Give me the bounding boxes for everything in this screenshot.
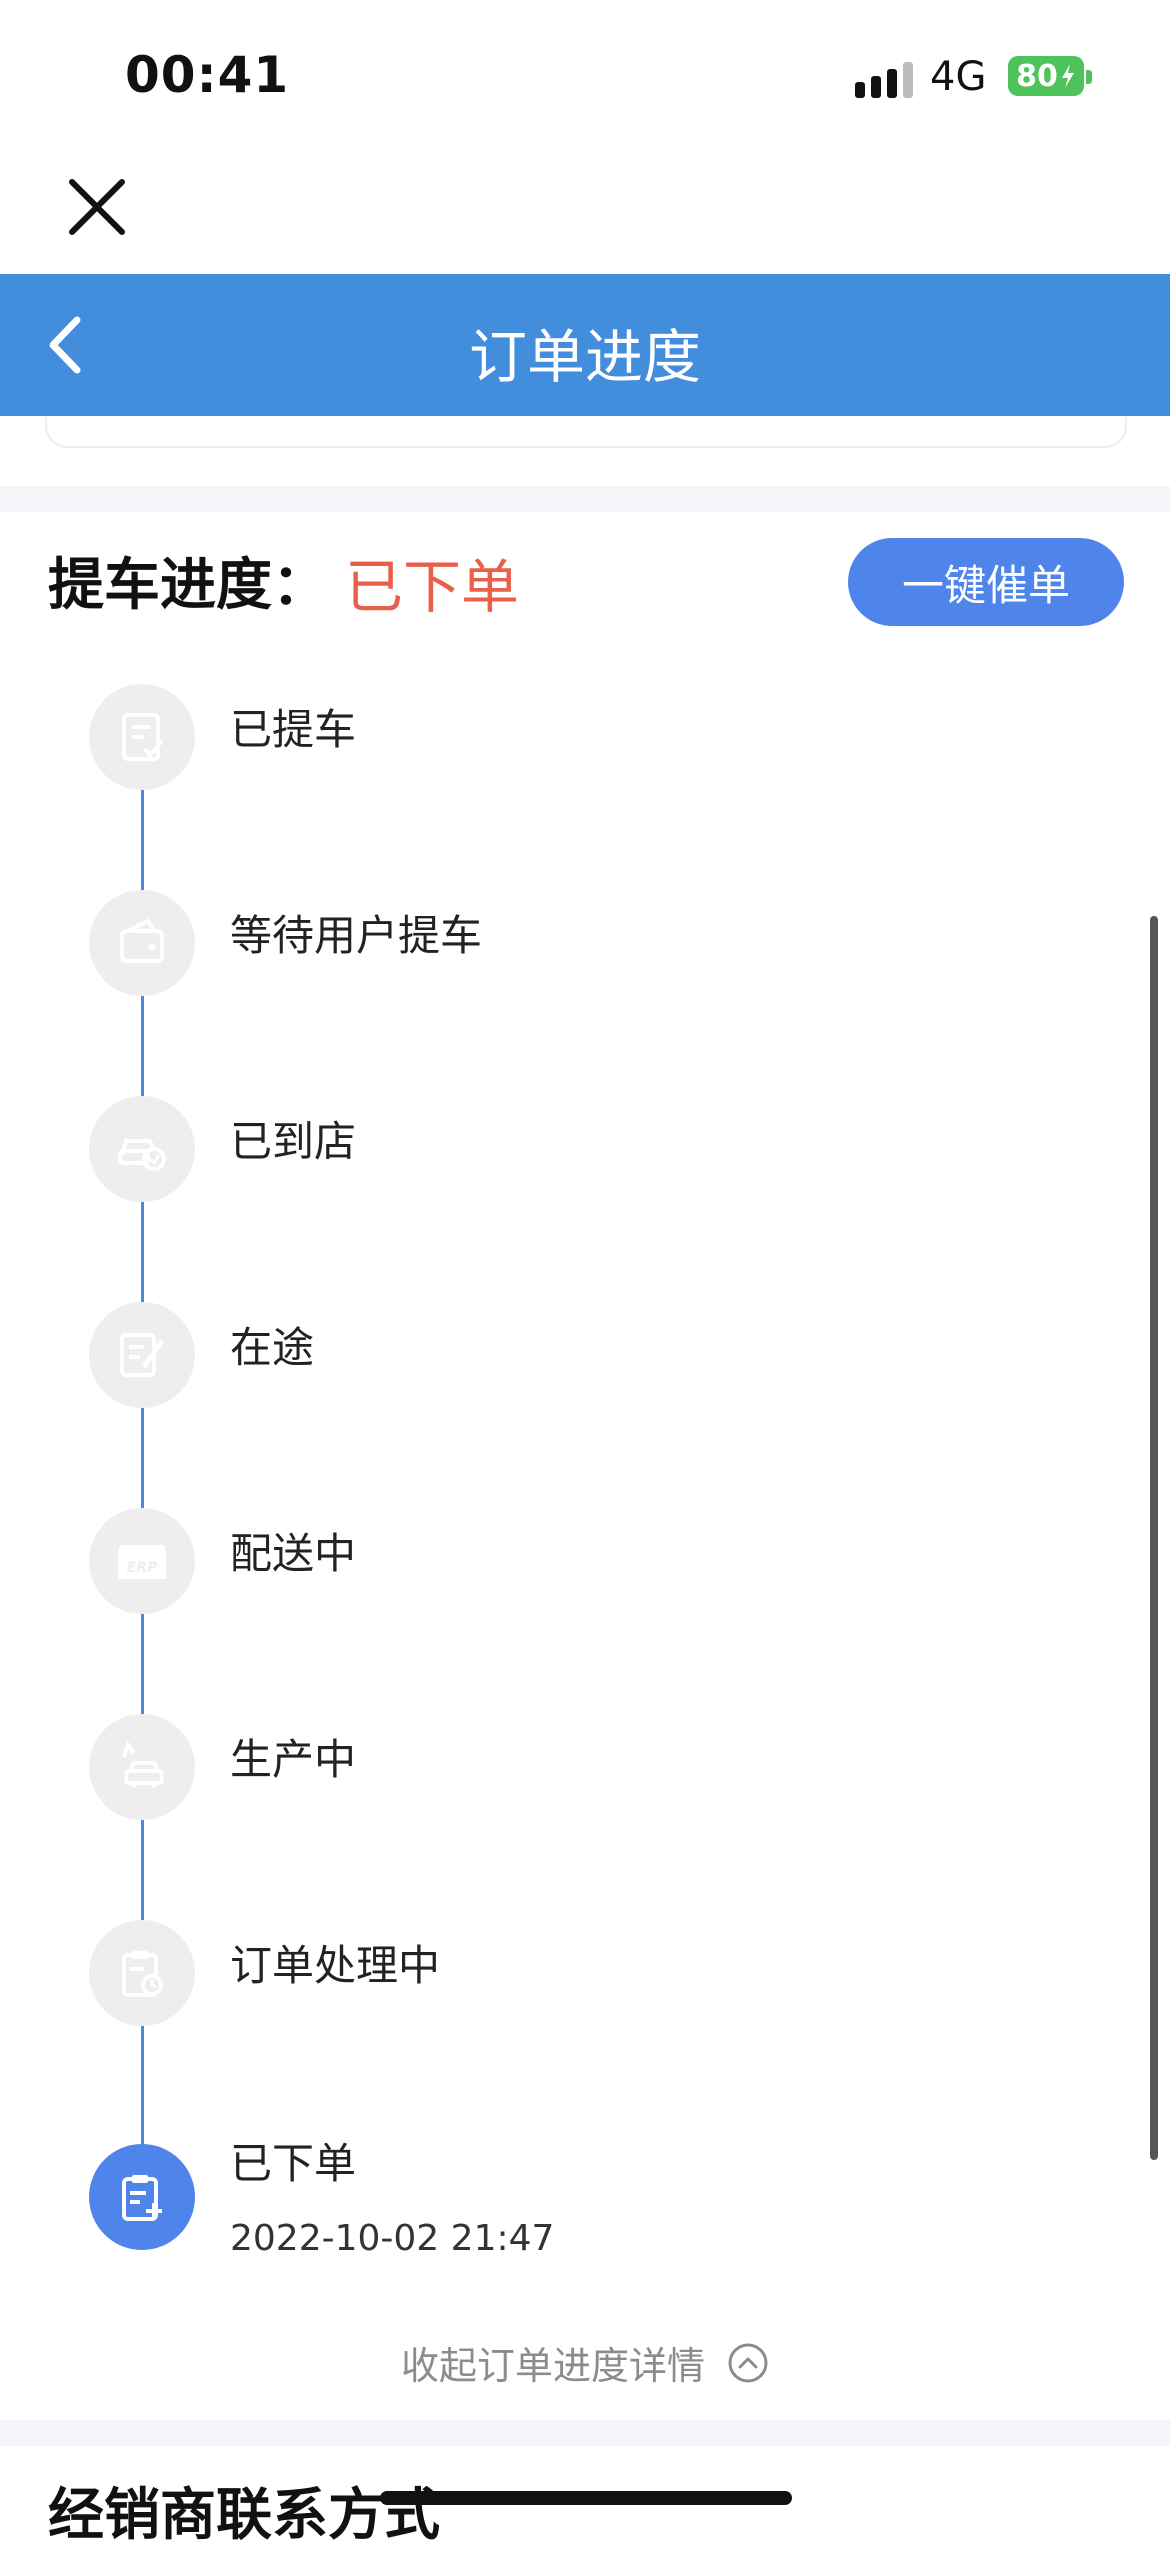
- svg-text:ERP: ERP: [127, 1560, 158, 1576]
- timeline-step-label: 已下单: [230, 2139, 357, 2188]
- timeline-step-time: 2022-10-02 21:47: [230, 2218, 555, 2259]
- timeline-connector: [141, 1614, 144, 1714]
- scrollbar[interactable]: [1150, 916, 1158, 2160]
- network-type: 4G: [930, 54, 987, 100]
- battery-icon: 80: [1008, 56, 1084, 96]
- page-title: 订单进度: [468, 323, 701, 391]
- timeline-connector: [141, 1820, 144, 1920]
- close-icon: [69, 179, 125, 235]
- back-arrow-icon: [49, 316, 81, 374]
- status-bar: 00:41 4G 80: [0, 0, 1170, 150]
- status-time: 00:41: [125, 46, 290, 104]
- progress-status: 已下单: [345, 553, 520, 621]
- timeline-step-node: [89, 684, 195, 790]
- timeline-step-label: 已到店: [230, 1117, 357, 1166]
- wallet-icon: [120, 918, 164, 963]
- signal-icon: [855, 60, 915, 98]
- timeline-step-label: 配送中: [230, 1529, 357, 1578]
- battery-level: 80: [1016, 58, 1058, 94]
- clipboard-clock-icon: [122, 1951, 163, 1997]
- timeline-connector: [141, 1408, 144, 1508]
- nav-bar: 订单进度: [0, 274, 1170, 416]
- timeline-step-node-active: [89, 2144, 195, 2250]
- timeline-connector: [141, 1202, 144, 1302]
- car-assembly-icon: [122, 1740, 164, 1788]
- timeline-step-node: [89, 890, 195, 996]
- timeline-connector: [141, 2026, 144, 2144]
- timeline-step-label: 等待用户提车: [230, 911, 483, 960]
- close-button[interactable]: [62, 172, 132, 242]
- document-check-icon: [122, 713, 164, 761]
- timeline-step-node: [89, 1096, 195, 1202]
- timeline-step-label: 已提车: [230, 705, 357, 754]
- chevron-up-circle-icon: [728, 2343, 768, 2382]
- erp-card-icon: ERP: [118, 1545, 166, 1579]
- back-button[interactable]: [35, 310, 105, 380]
- battery-nub: [1086, 70, 1092, 84]
- timeline-step-label: 订单处理中: [230, 1941, 441, 1990]
- charging-bolt-icon: [1061, 64, 1074, 88]
- timeline-step-node: [89, 1920, 195, 2026]
- clipboard-add-icon: [122, 2175, 162, 2221]
- car-store-icon: [118, 1139, 166, 1171]
- timeline-step-node: ERP: [89, 1508, 195, 1614]
- urge-order-button[interactable]: 一键催单: [848, 538, 1124, 626]
- timeline-connector: [141, 790, 144, 890]
- previous-card-edge: [45, 416, 1127, 448]
- section-divider: [0, 486, 1170, 512]
- timeline-connector: [141, 996, 144, 1096]
- section-divider: [0, 2420, 1170, 2446]
- progress-label: 提车进度：: [48, 553, 328, 618]
- timeline-step-node: [89, 1714, 195, 1820]
- timeline-step-label: 生产中: [230, 1735, 357, 1784]
- home-indicator[interactable]: [380, 2491, 792, 2505]
- collapse-progress-label: 收起订单进度详情: [400, 2344, 705, 2388]
- timeline-step-node: [89, 1302, 195, 1408]
- edit-note-icon: [120, 1333, 165, 1377]
- collapse-progress-link[interactable]: 收起订单进度详情: [0, 2335, 1170, 2390]
- timeline-step-label: 在途: [230, 1323, 315, 1372]
- dealer-contact-title: 经销商联系方式: [48, 2483, 440, 2548]
